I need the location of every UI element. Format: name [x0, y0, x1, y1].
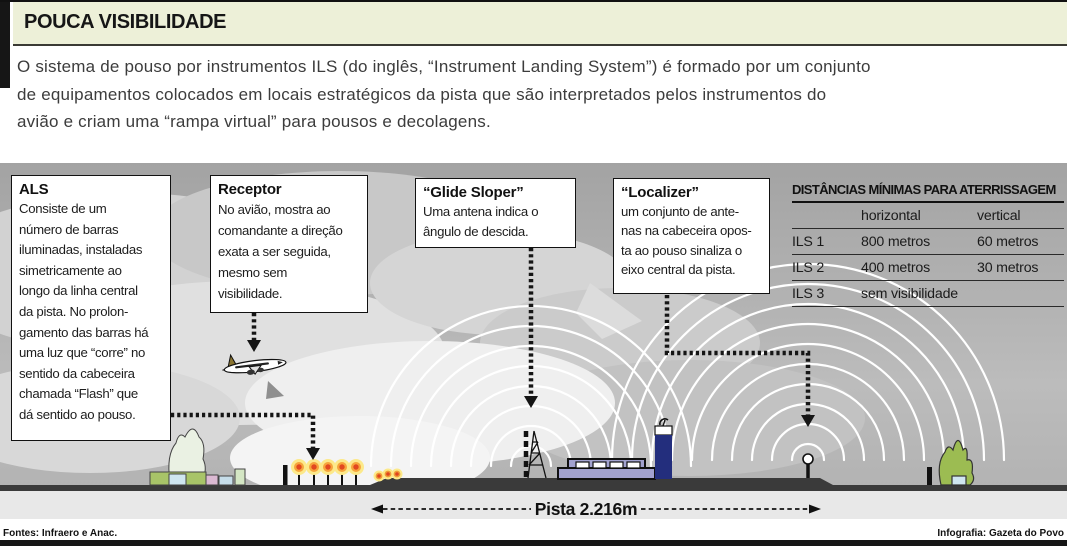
localizer-connector-line — [664, 295, 811, 415]
table-cell: 400 metros — [861, 260, 930, 276]
page-title: POUCA VISIBILIDADE — [24, 11, 227, 33]
table-cell: ILS 1 — [792, 234, 825, 250]
table-row: ILS 1 800 metros 60 metros — [792, 229, 1064, 255]
approach-lights — [291, 459, 403, 485]
control-tower — [654, 418, 673, 479]
callout-body: No avião, mostra ao comandante a direção… — [218, 202, 343, 301]
approach-light-icon — [320, 459, 336, 475]
callout-title: ALS — [19, 181, 49, 198]
callout-body: Uma antena indica o ângulo de descida. — [423, 204, 539, 239]
terminal-building — [557, 458, 656, 480]
callout-title: “Glide Sloper” — [423, 184, 524, 201]
callout-body: Consiste de um número de barras iluminad… — [19, 201, 149, 422]
radar-dish-icon — [659, 418, 669, 426]
approach-light-icon — [334, 459, 350, 475]
glide-slope-antenna — [523, 430, 547, 479]
footer-credit: Infografia: Gazeta do Povo — [937, 528, 1064, 539]
table-header-cell — [792, 208, 861, 224]
cloud-wisp — [266, 381, 284, 399]
table-cell: ILS 3 — [792, 286, 825, 302]
cloud-wisp — [576, 283, 642, 339]
callout-glide-sloper: “Glide Sloper” Uma antena indica o ângul… — [415, 178, 576, 248]
illustration-svg: Pista 2.216m — [0, 171, 1067, 519]
approach-mast — [283, 465, 288, 485]
approach-light-icon — [348, 459, 364, 475]
table-row: ILS 2 400 metros 30 metros — [792, 255, 1064, 281]
ground-and-runway — [0, 478, 1067, 491]
approach-light-icon — [291, 459, 307, 475]
table-cell: sem visibilidade — [861, 286, 958, 302]
light-posts — [298, 472, 357, 485]
bottom-bar — [0, 540, 1067, 546]
table-row: ILS 3 sem visibilidade — [792, 281, 1064, 307]
callout-als: ALS Consiste de um número de barras ilum… — [11, 175, 171, 441]
callout-title: “Localizer” — [621, 184, 699, 201]
runway-edge-light-icon — [373, 470, 385, 482]
als-connector-line — [171, 412, 316, 448]
diagram-panel: Pista 2.216m ALS Consiste de um número d… — [0, 163, 1067, 519]
top-rule — [0, 0, 1067, 2]
runway-edge-light-icon — [391, 468, 403, 480]
callout-title: Receptor — [218, 181, 282, 198]
airplane — [222, 353, 287, 376]
header-rule — [13, 44, 1067, 46]
intro-paragraph: O sistema de pouso por instrumentos ILS … — [17, 57, 871, 131]
footer-sources: Fontes: Infraero e Anac. — [3, 528, 118, 539]
callout-receptor: Receptor No avião, mostra ao comandante … — [210, 175, 368, 313]
localizer-antenna — [802, 453, 814, 478]
table-cell: 30 metros — [977, 260, 1039, 276]
runway-length-label: Pista 2.216m — [535, 499, 637, 519]
table-cell: 800 metros — [861, 234, 930, 250]
header-band: POUCA VISIBILIDADE — [13, 2, 1067, 44]
approach-light-icon — [306, 459, 322, 475]
trees-and-buildings-left — [149, 428, 246, 486]
table-cell: 60 metros — [977, 234, 1039, 250]
callout-localizer: “Localizer” um conjunto de ante- nas na … — [613, 178, 770, 294]
min-distances-table: DISTÂNCIAS MÍNIMAS PARA ATERRISSAGEM hor… — [792, 182, 1064, 307]
table-header-cell: horizontal — [861, 208, 921, 224]
table-title: DISTÂNCIAS MÍNIMAS PARA ATERRISSAGEM — [792, 182, 1064, 203]
runway-measure-arrows — [371, 504, 821, 514]
callout-body: um conjunto de ante- nas na cabeceira op… — [621, 204, 752, 278]
table-cell: ILS 2 — [792, 260, 825, 276]
table-header-row: horizontal vertical — [792, 203, 1064, 229]
apron-strip — [0, 491, 1067, 519]
left-accent-bar — [0, 2, 10, 88]
table-header-cell: vertical — [977, 208, 1021, 224]
connector-arrowheads — [247, 340, 815, 460]
runway-edge-light-icon — [382, 468, 394, 480]
right-trees — [927, 439, 975, 486]
